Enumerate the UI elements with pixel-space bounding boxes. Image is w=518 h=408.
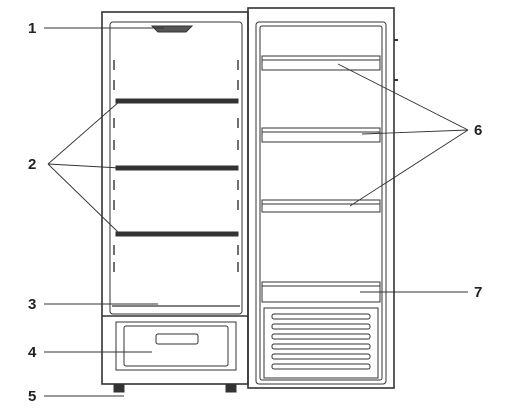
glass-shelf-3 [115, 231, 239, 237]
cabinet-inner-frame [109, 21, 243, 315]
leader-line-6c [349, 129, 469, 207]
door-outer-frame [247, 7, 395, 389]
callout-6: 6 [474, 122, 482, 139]
vegetable-drawer-front [123, 325, 229, 367]
drawer-handle [155, 333, 199, 345]
adjustable-foot-left [113, 383, 125, 393]
vegetable-drawer [115, 321, 237, 371]
callout-4: 4 [28, 344, 37, 361]
door-ventilation-grille [263, 307, 379, 379]
door-balcony-3 [261, 199, 381, 213]
cabinet [101, 11, 249, 393]
door [247, 7, 398, 389]
door-inner-liner [255, 21, 387, 385]
door-seal [259, 25, 383, 381]
leader-line-2c [47, 163, 121, 235]
callout-2: 2 [28, 156, 36, 173]
leader-lines [44, 27, 469, 397]
callout-1: 1 [28, 20, 36, 37]
door-balcony-1 [261, 55, 381, 71]
glass-shelf-1 [115, 98, 239, 104]
door-balcony-2 [261, 127, 381, 143]
callout-3: 3 [28, 296, 36, 313]
leader-line-2b [47, 163, 121, 169]
leader-line-6b [361, 129, 469, 135]
cabinet-shelf-supports [113, 60, 239, 272]
glass-shelf-2 [115, 165, 239, 171]
adjustable-foot-right [225, 383, 237, 393]
top-control-panel [150, 25, 194, 33]
callout-7: 7 [474, 284, 482, 301]
callout-5: 5 [28, 388, 36, 405]
leader-line-2a [47, 100, 121, 165]
leader-line-6a [337, 63, 469, 131]
